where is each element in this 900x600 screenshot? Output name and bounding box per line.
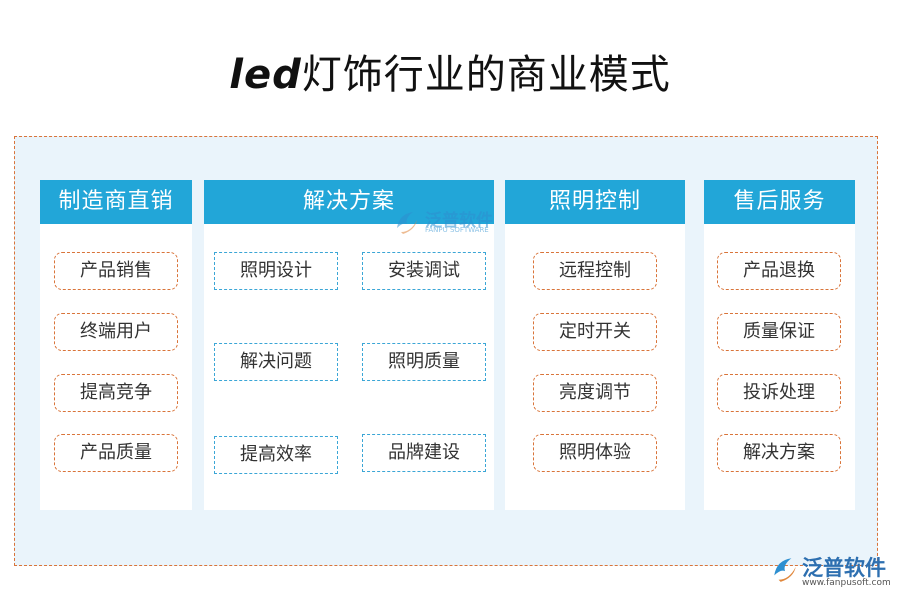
- watermark-corner-url: www.fanpusoft.com: [802, 578, 891, 588]
- item-box: 照明设计: [214, 252, 338, 290]
- item-box: 品牌建设: [362, 434, 486, 472]
- item-box: 解决问题: [214, 343, 338, 381]
- item-box: 终端用户: [54, 313, 178, 351]
- item-box: 亮度调节: [533, 374, 657, 412]
- item-box: 照明质量: [362, 343, 486, 381]
- item-box: 产品质量: [54, 434, 178, 472]
- title-cn: 灯饰行业的商业模式: [301, 52, 671, 98]
- item-box: 远程控制: [533, 252, 657, 290]
- item-box: 解决方案: [717, 434, 841, 472]
- item-box: 提高竞争: [54, 374, 178, 412]
- watermark-center-sub: FANPU SOFTWARE: [425, 226, 489, 234]
- column-header: 照明控制: [505, 180, 685, 224]
- item-box: 照明体验: [533, 434, 657, 472]
- item-box: 质量保证: [717, 313, 841, 351]
- column-solutions: 解决方案 照明设计 安装调试 解决问题 照明质量 提高效率 品牌建设: [204, 180, 494, 510]
- item-box: 定时开关: [533, 313, 657, 351]
- column-header: 解决方案: [204, 180, 494, 224]
- fanpu-logo-icon: [774, 558, 796, 582]
- page-title: led灯饰行业的商业模式: [0, 42, 900, 100]
- column-after-sales: 售后服务 产品退换 质量保证 投诉处理 解决方案: [704, 180, 855, 510]
- watermark-corner-name: 泛普软件: [802, 556, 886, 580]
- item-box: 产品销售: [54, 252, 178, 290]
- column-lighting-control: 照明控制 远程控制 定时开关 亮度调节 照明体验: [505, 180, 685, 510]
- item-box: 提高效率: [214, 436, 338, 474]
- title-latin: led: [229, 52, 302, 98]
- column-header: 制造商直销: [40, 180, 192, 224]
- item-box: 投诉处理: [717, 374, 841, 412]
- column-manufacturer-direct: 制造商直销 产品销售 终端用户 提高竞争 产品质量: [40, 180, 192, 510]
- watermark-center-name: 泛普软件: [425, 211, 493, 231]
- item-box: 产品退换: [717, 252, 841, 290]
- column-header: 售后服务: [704, 180, 855, 224]
- fanpu-logo-icon: [397, 212, 417, 234]
- item-box: 安装调试: [362, 252, 486, 290]
